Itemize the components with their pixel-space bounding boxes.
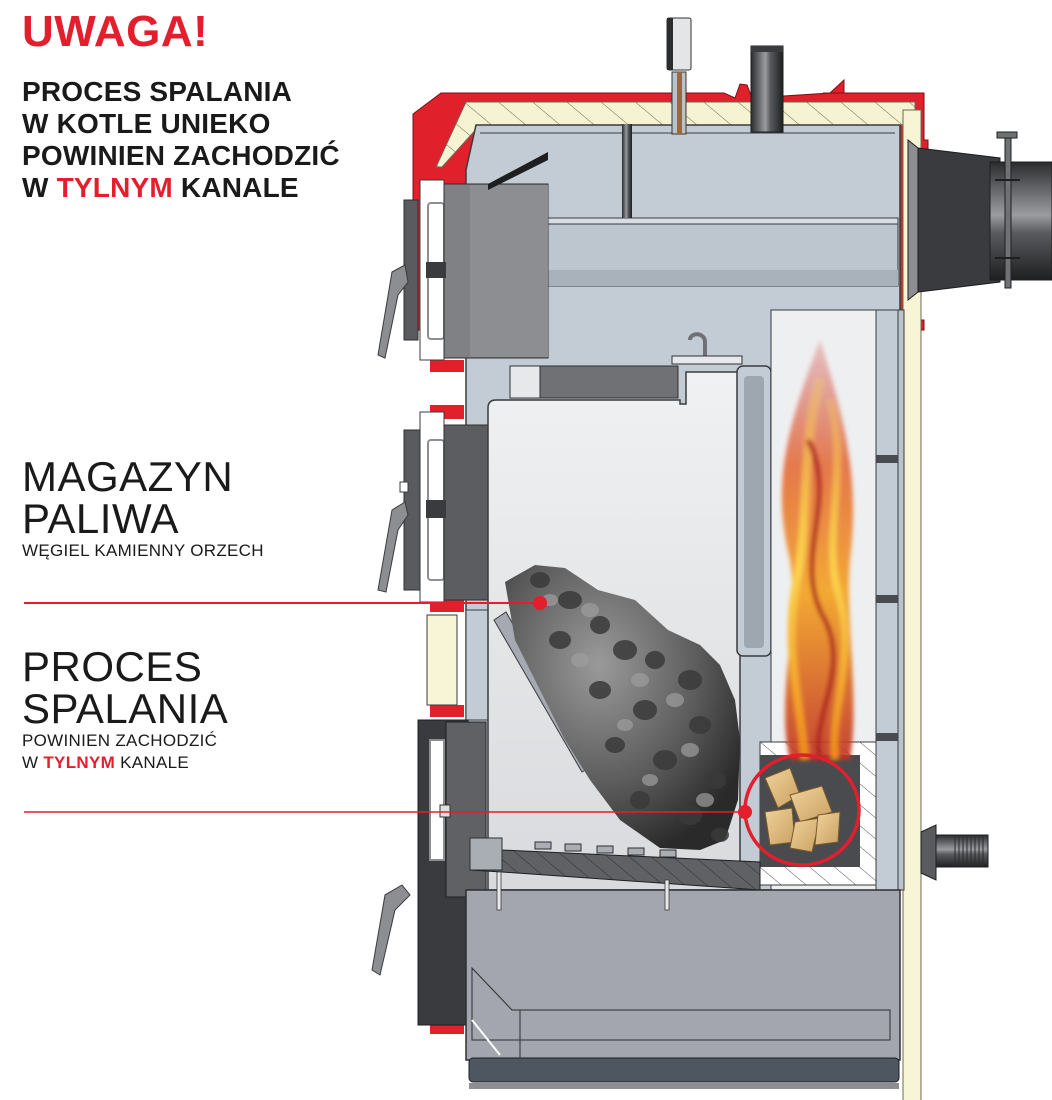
fuel-store-pointer — [24, 596, 547, 610]
fuel-store-label: MAGAZYN PALIWA WĘGIEL KAMIENNY ORZECH — [22, 456, 264, 562]
warning-line-4-post: KANALE — [172, 172, 299, 203]
upper-door — [403, 152, 549, 361]
combustion-label: PROCES SPALANIA POWINIEN ZACHODZIĆ W TYL… — [22, 646, 228, 774]
warning-highlight: TYLNYM — [56, 172, 173, 203]
flame — [781, 340, 854, 761]
fuel-store-subtitle: WĘGIEL KAMIENNY ORZECH — [22, 541, 264, 560]
ash-pan[interactable] — [468, 1057, 900, 1083]
combustion-title-1: PROCES — [22, 643, 203, 690]
warning-heading: UWAGA! — [22, 7, 209, 56]
combustion-subtitle-pre: W — [22, 753, 44, 772]
combustion-title-2: SPALANIA — [22, 685, 229, 732]
warning-line-2: W KOTLE UNIEKO — [22, 108, 271, 139]
flue-outlet — [907, 131, 1052, 302]
wood-logs — [764, 767, 841, 853]
ash-compartment — [465, 889, 901, 1061]
return-pipe — [920, 824, 989, 881]
middle-door — [399, 411, 491, 603]
thermometer-icon — [666, 17, 692, 135]
upper-door-handle[interactable] — [377, 264, 409, 359]
combustion-subtitle-2: W TYLNYM KANALE — [22, 752, 228, 774]
upper-baffle — [519, 217, 899, 225]
coal-pile — [505, 565, 740, 850]
middle-door-handle[interactable] — [377, 501, 409, 593]
warning-line-4-pre: W — [22, 172, 57, 203]
front-insulation — [426, 614, 458, 706]
combustion-subtitle-1: POWINIEN ZACHODZIĆ — [22, 731, 218, 750]
warning-line-4: W TYLNYM KANALE — [22, 172, 340, 204]
combustion-highlight: TYLNYM — [43, 753, 116, 772]
warning-line-1: PROCES SPALANIA — [22, 76, 293, 107]
lower-door-handle[interactable] — [371, 884, 411, 976]
warning-message: PROCES SPALANIA W KOTLE UNIEKO POWINIEN … — [22, 76, 340, 204]
fuel-store-title-2: PALIWA — [22, 495, 180, 542]
hook-icon — [688, 332, 707, 358]
combustion-subtitle-post: KANALE — [115, 753, 189, 772]
fuel-store-title-1: MAGAZYN — [22, 453, 234, 500]
vertical-rod — [622, 124, 632, 218]
top-outlet-pipe — [750, 45, 784, 133]
warning-line-3: POWINIEN ZACHODZIĆ — [22, 140, 340, 171]
combustion-pointer — [24, 805, 752, 819]
